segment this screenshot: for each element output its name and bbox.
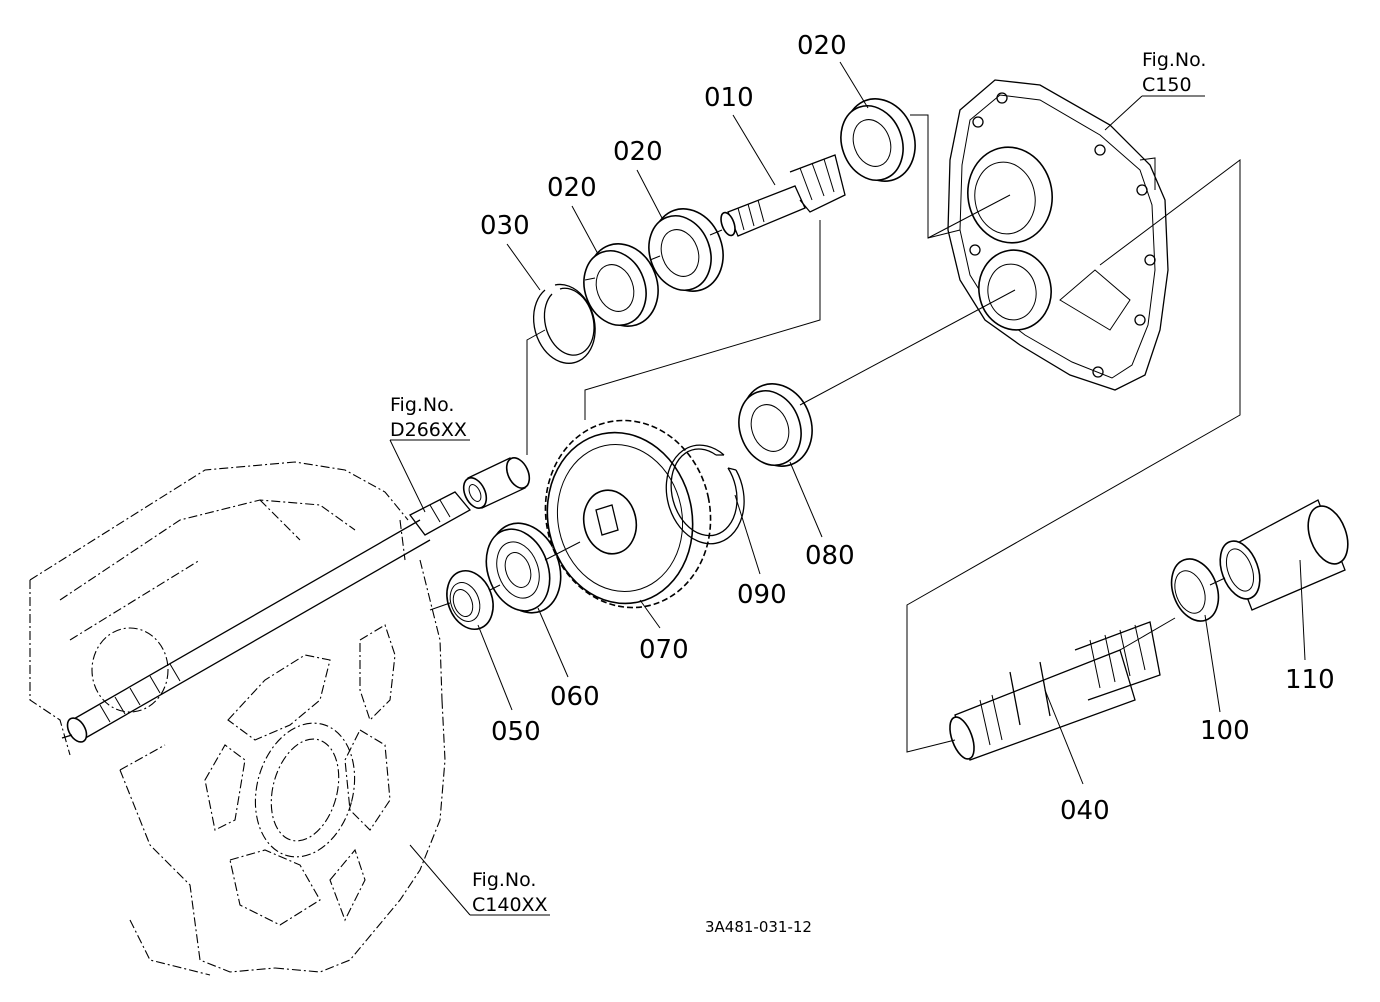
part-label-020: 020 — [547, 173, 597, 203]
part-label-020: 020 — [797, 31, 847, 61]
part-060-ball-bearing — [485, 522, 562, 614]
part-label-040: 040 — [1060, 796, 1110, 826]
part-110-collar — [1219, 499, 1349, 611]
part-020-bearing-c — [840, 98, 916, 182]
part-label-100: 100 — [1200, 716, 1250, 746]
part-labels: 020 010 020 020 030 080 090 070 060 050 … — [480, 31, 1335, 826]
fig-ref-code: C140XX — [472, 894, 548, 916]
leader-lines — [389, 61, 1306, 916]
needle-bearing-small — [462, 457, 531, 509]
part-label-010: 010 — [704, 83, 754, 113]
part-label-050: 050 — [491, 717, 541, 747]
part-label-080: 080 — [805, 541, 855, 571]
part-050-oil-seal — [446, 570, 494, 630]
part-label-020: 020 — [613, 137, 663, 167]
figure-reference-d266xx: Fig.No. D266XX — [390, 394, 467, 441]
fig-ref-code: C150 — [1142, 74, 1192, 96]
part-100-seal — [1170, 558, 1220, 622]
figure-reference-c140xx: Fig.No. C140XX — [472, 869, 548, 916]
part-040-output-shaft — [949, 621, 1161, 761]
part-label-060: 060 — [550, 682, 600, 712]
drawing-code: 3A481-031-12 — [705, 918, 812, 936]
part-070-spur-gear — [544, 419, 712, 609]
transmission-case-outline — [29, 461, 446, 976]
part-label-070: 070 — [639, 635, 689, 665]
pto-shaft-in-case — [61, 491, 472, 743]
part-label-030: 030 — [480, 211, 530, 241]
fig-ref-prefix: Fig.No. — [1142, 49, 1206, 71]
part-020-bearing-a — [583, 243, 659, 327]
assembly-lines — [429, 114, 1241, 753]
figure-reference-c150: Fig.No. C150 — [1142, 49, 1206, 96]
fig-ref-prefix: Fig.No. — [390, 394, 454, 416]
part-080-ball-bearing — [738, 383, 813, 467]
part-030-snap-ring — [532, 283, 596, 364]
part-090-snap-ring — [665, 444, 745, 545]
part-label-110: 110 — [1285, 665, 1335, 695]
fig-ref-code: D266XX — [390, 419, 467, 441]
part-020-bearing-b — [648, 208, 724, 292]
gear-case-housing — [947, 79, 1169, 391]
part-label-090: 090 — [737, 580, 787, 610]
fig-ref-prefix: Fig.No. — [472, 869, 536, 891]
part-010-pinion-shaft — [720, 154, 846, 237]
